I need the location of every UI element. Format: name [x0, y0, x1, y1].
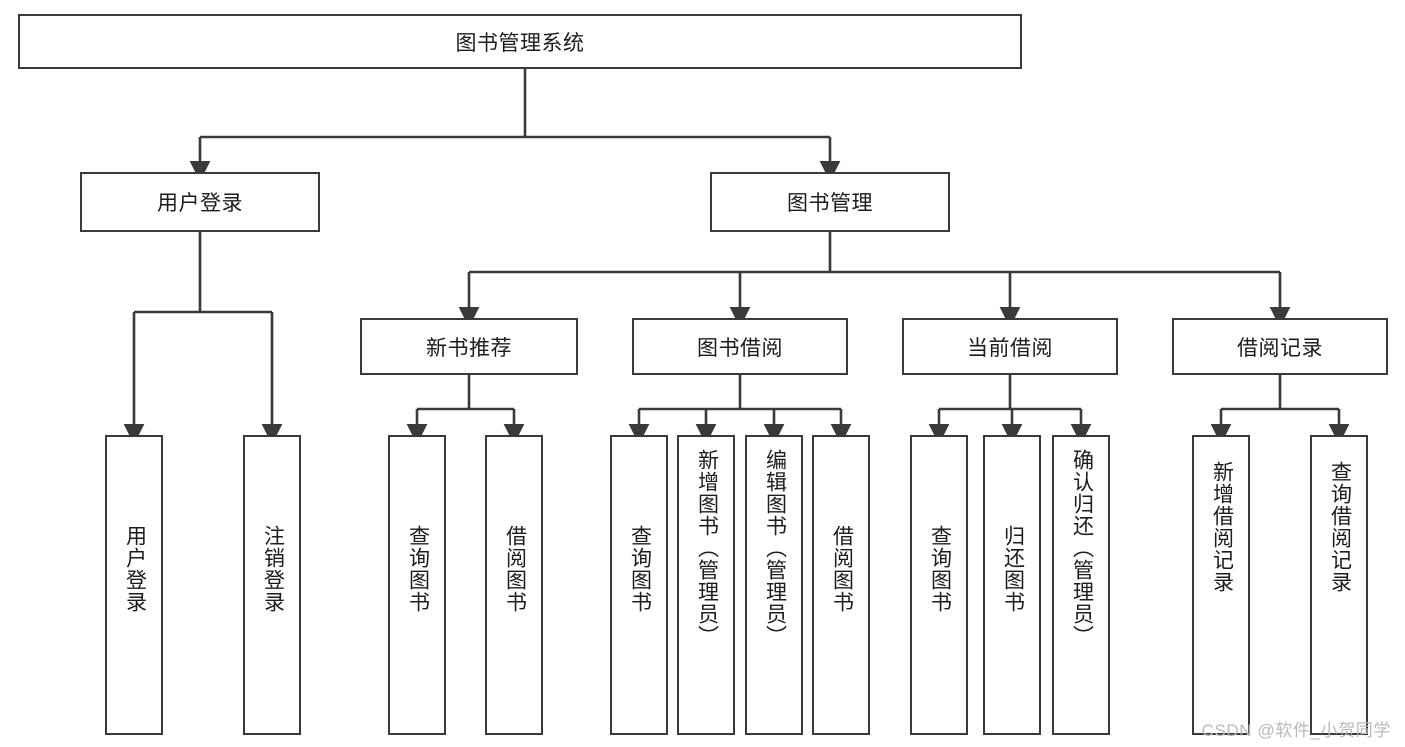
node-leaf-edit-book-admin-label: 编辑图书（管理员）	[763, 449, 787, 647]
node-new-book-rec-label: 新书推荐	[426, 336, 512, 360]
node-leaf-query-book-cb[interactable]: 查询图书	[910, 435, 968, 735]
node-borrow-record-label: 借阅记录	[1237, 336, 1323, 360]
node-leaf-query-borrow-record[interactable]: 查询借阅记录	[1310, 435, 1368, 735]
node-leaf-user-login[interactable]: 用户登录	[105, 435, 163, 735]
node-user-login[interactable]: 用户登录	[80, 172, 320, 232]
node-leaf-add-borrow-record[interactable]: 新增借阅记录	[1192, 435, 1250, 735]
node-leaf-edit-book-admin[interactable]: 编辑图书（管理员）	[745, 435, 803, 735]
node-borrow-record[interactable]: 借阅记录	[1172, 318, 1388, 375]
node-book-borrow[interactable]: 图书借阅	[632, 318, 848, 375]
node-leaf-user-login-label: 用户登录	[123, 525, 147, 613]
node-leaf-borrow-book-br-label: 借阅图书	[830, 525, 854, 613]
node-book-borrow-label: 图书借阅	[697, 336, 783, 360]
node-leaf-add-book-admin-label: 新增图书（管理员）	[695, 449, 719, 647]
node-leaf-confirm-return-admin[interactable]: 确认归还（管理员）	[1052, 435, 1110, 735]
node-leaf-query-book-cb-label: 查询图书	[928, 525, 952, 613]
node-leaf-borrow-book-rec-label: 借阅图书	[503, 525, 527, 613]
node-leaf-logout-login-label: 注销登录	[261, 525, 285, 613]
node-book-manage[interactable]: 图书管理	[710, 172, 950, 232]
node-book-manage-label: 图书管理	[787, 192, 873, 215]
node-leaf-query-book-br[interactable]: 查询图书	[610, 435, 668, 735]
node-new-book-rec[interactable]: 新书推荐	[360, 318, 578, 375]
node-root-label: 图书管理系统	[455, 31, 585, 55]
node-user-login-label: 用户登录	[157, 192, 243, 215]
node-leaf-query-borrow-record-label: 查询借阅记录	[1328, 461, 1352, 593]
node-root[interactable]: 图书管理系统	[18, 14, 1022, 69]
node-current-borrow[interactable]: 当前借阅	[902, 318, 1118, 375]
node-leaf-query-book-rec[interactable]: 查询图书	[388, 435, 446, 735]
node-leaf-query-book-rec-label: 查询图书	[406, 525, 430, 613]
node-leaf-add-book-admin[interactable]: 新增图书（管理员）	[677, 435, 735, 735]
node-leaf-borrow-book-br[interactable]: 借阅图书	[812, 435, 870, 735]
node-leaf-confirm-return-admin-label: 确认归还（管理员）	[1070, 449, 1094, 647]
node-leaf-borrow-book-rec[interactable]: 借阅图书	[485, 435, 543, 735]
node-leaf-logout-login[interactable]: 注销登录	[243, 435, 301, 735]
node-current-borrow-label: 当前借阅	[967, 336, 1053, 360]
node-leaf-return-book-label: 归还图书	[1001, 525, 1025, 613]
node-leaf-add-borrow-record-label: 新增借阅记录	[1210, 461, 1234, 593]
node-leaf-return-book[interactable]: 归还图书	[983, 435, 1041, 735]
node-leaf-query-book-br-label: 查询图书	[628, 525, 652, 613]
csdn-watermark: CSDN @软件_小贺同学	[1201, 721, 1391, 740]
